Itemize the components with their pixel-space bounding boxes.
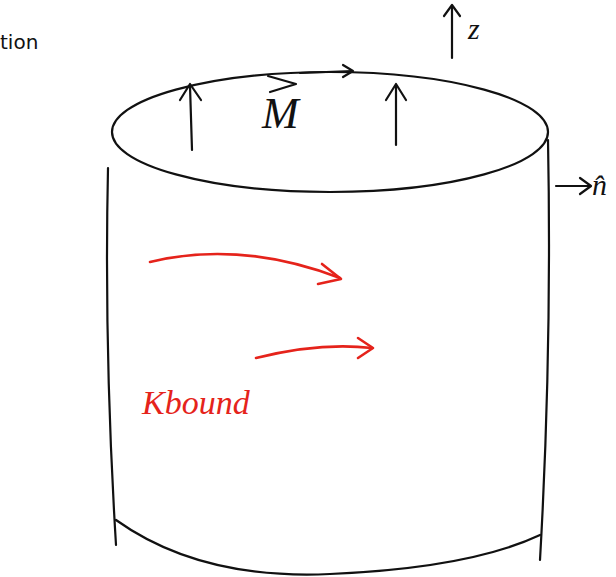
magnetization-arrow	[190, 86, 192, 150]
vector-mark	[268, 76, 296, 92]
cylinder-top	[112, 72, 548, 192]
bound-current-head	[318, 264, 341, 284]
cylinder-left-side	[107, 168, 116, 545]
bound-current-arrow	[256, 346, 372, 358]
normal-arrow	[556, 185, 590, 187]
axis-label: z	[468, 14, 480, 44]
bound-current-label: Kbound	[142, 386, 250, 420]
cylinder-right-side	[540, 140, 549, 560]
bound-current-arrow	[150, 254, 340, 278]
rim-arrow	[300, 71, 352, 73]
z-axis-line	[451, 6, 453, 58]
magnetization-arrow	[395, 86, 397, 145]
magnetization-arrow-head	[386, 84, 406, 100]
normal-arrow-head	[580, 178, 591, 194]
cut-off-label: tion	[0, 32, 38, 52]
normal-label: n̂	[592, 170, 607, 200]
cylinder-bottom	[116, 520, 540, 575]
bound-current-head	[358, 338, 373, 358]
rim-arrow-head	[343, 65, 353, 77]
magnetization-arrow-head	[180, 84, 201, 100]
z-axis-head	[444, 5, 460, 16]
magnetization-label: M	[262, 92, 299, 136]
